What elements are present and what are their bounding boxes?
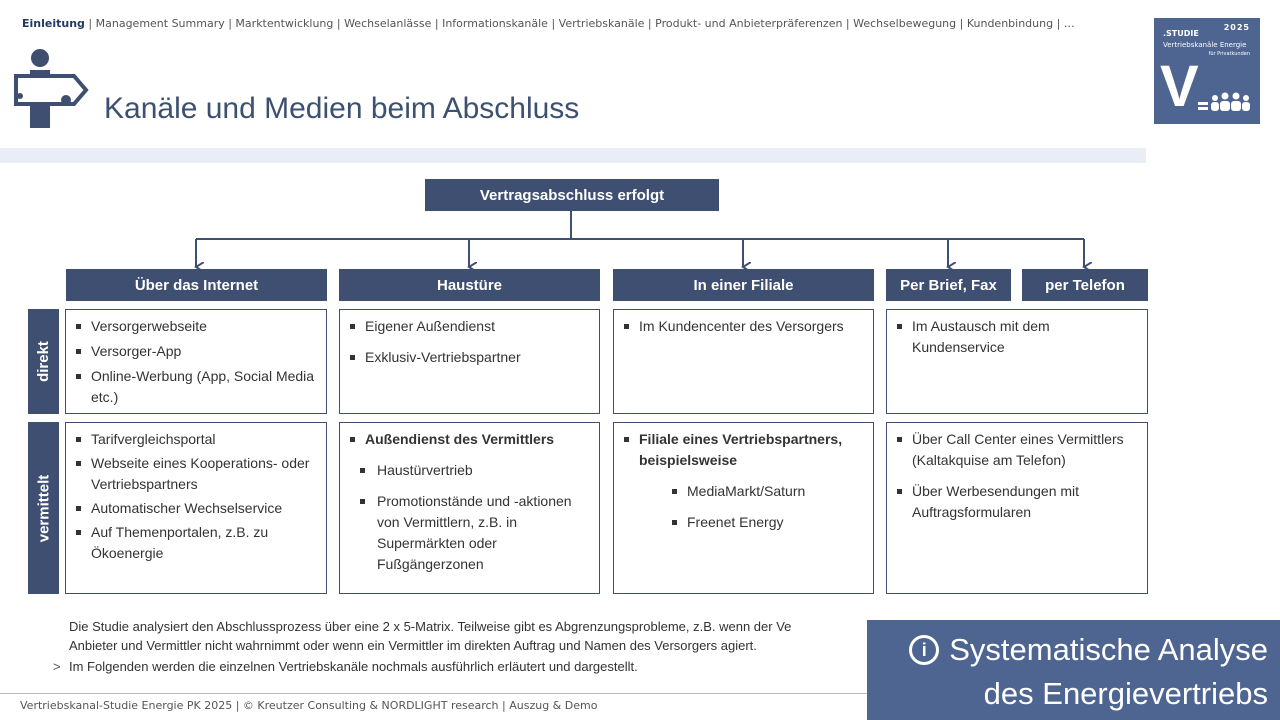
info-icon: i — [909, 635, 940, 665]
title-underline-bar — [0, 148, 1146, 163]
list-item: Eigener Außendienst — [348, 316, 591, 337]
list-item: Im Austausch mit dem Kundenservice — [895, 316, 1139, 358]
list-item: Versorger-App — [74, 341, 318, 362]
column-header-telefon: per Telefon — [1022, 269, 1148, 301]
cell-direkt-haustuere: Eigener Außendienst Exklusiv-Vertriebspa… — [339, 309, 600, 414]
breadcrumb-active[interactable]: Einleitung — [22, 17, 85, 30]
breadcrumb: Einleitung | Management Summary | Markte… — [22, 17, 1075, 30]
column-header-filiale: In einer Filiale — [613, 269, 874, 301]
list-item: Freenet Energy — [670, 512, 865, 533]
callout-line1: Systematische Analyse — [949, 632, 1268, 667]
note-1-line1: Die Studie analysiert den Abschlussproze… — [69, 619, 792, 634]
tree-connectors — [0, 211, 1280, 280]
cell-vermittelt-internet: Tarifvergleichsportal Webseite eines Koo… — [65, 422, 327, 594]
badge-line1: Vertriebskanäle Energie — [1163, 41, 1247, 49]
callout-line2: des Energievertriebs — [983, 676, 1268, 711]
note-1-line2: Anbieter und Vermittler nicht wahrnimmt … — [69, 638, 757, 653]
list-item: Haustürvertrieb — [358, 460, 591, 481]
note-2-text: Im Folgenden werden die einzelnen Vertri… — [69, 659, 638, 674]
cell-direkt-brief-telefon: Im Austausch mit dem Kundenservice — [886, 309, 1148, 414]
list-item: Exklusiv-Vertriebspartner — [348, 347, 591, 368]
list-item-head: Außendienst des Vermittlers — [348, 429, 591, 450]
row-label-vermittelt-text: vermittelt — [35, 474, 52, 542]
breadcrumb-rest[interactable]: | Management Summary | Marktentwicklung … — [84, 17, 1075, 30]
list-item: Webseite eines Kooperations- oder Vertri… — [74, 453, 318, 495]
badge-study: .STUDIE — [1163, 29, 1199, 38]
row-label-vermittelt: vermittelt — [28, 422, 59, 594]
cell-direkt-internet: Versorgerwebseite Versorger-App Online-W… — [65, 309, 327, 414]
list-item: Versorgerwebseite — [74, 316, 318, 337]
footer-divider — [0, 693, 1280, 694]
list-item: Auf Themenportalen, z.B. zu Ökoenergie — [74, 522, 318, 564]
column-header-brief-fax: Per Brief, Fax — [886, 269, 1011, 301]
note-2: > Im Folgenden werden die einzelnen Vert… — [53, 659, 869, 674]
list-item: Über Call Center eines Vermittlers (Kalt… — [895, 429, 1139, 471]
column-header-haustuere: Haustüre — [339, 269, 600, 301]
study-badge: .STUDIE 2025 Vertriebskanäle Energie für… — [1154, 18, 1260, 124]
cell-vermittelt-brief-telefon: Über Call Center eines Vermittlers (Kalt… — [886, 422, 1148, 594]
list-item: MediaMarkt/Saturn — [670, 481, 865, 502]
list-item-head: Filiale eines Vertriebspartners, beispie… — [622, 429, 865, 471]
root-box-vertragsabschluss: Vertragsabschluss erfolgt — [425, 179, 719, 211]
note-1: > Die Studie analysiert den Abschlusspro… — [69, 619, 869, 634]
list-item: Im Kundencenter des Versorgers — [622, 316, 865, 337]
list-item: Über Werbesendungen mit Auftragsformular… — [895, 481, 1139, 523]
column-header-internet: Über das Internet — [66, 269, 327, 301]
callout-box: i Systematische Analyse des Energievertr… — [867, 620, 1280, 720]
row-label-direkt: direkt — [28, 309, 59, 414]
list-item: Tarifvergleichsportal — [74, 429, 318, 450]
cell-vermittelt-haustuere: Außendienst des Vermittlers Haustürvertr… — [339, 422, 600, 594]
list-item: Promotionstände und -aktionen von Vermit… — [358, 491, 591, 575]
list-item: Automatischer Wechselservice — [74, 498, 318, 519]
badge-line2: für Privatkunden — [1208, 51, 1250, 57]
row-label-direkt-text: direkt — [35, 341, 53, 382]
callout-line1-row: i Systematische Analyse — [867, 628, 1268, 672]
badge-year: 2025 — [1223, 23, 1250, 32]
presenter-icon — [14, 49, 89, 128]
people-icon — [1198, 92, 1250, 111]
list-item: Online-Werbung (App, Social Media etc.) — [74, 366, 318, 408]
chevron-right-icon: > — [53, 659, 61, 674]
footer-text: Vertriebskanal-Studie Energie PK 2025 | … — [20, 699, 598, 712]
page-title: Kanäle und Medien beim Abschluss — [104, 92, 580, 125]
badge-letter: V — [1160, 54, 1199, 119]
cell-direkt-filiale: Im Kundencenter des Versorgers — [613, 309, 874, 414]
note-1-continued: Anbieter und Vermittler nicht wahrnimmt … — [69, 638, 869, 653]
cell-vermittelt-filiale: Filiale eines Vertriebspartners, beispie… — [613, 422, 874, 594]
